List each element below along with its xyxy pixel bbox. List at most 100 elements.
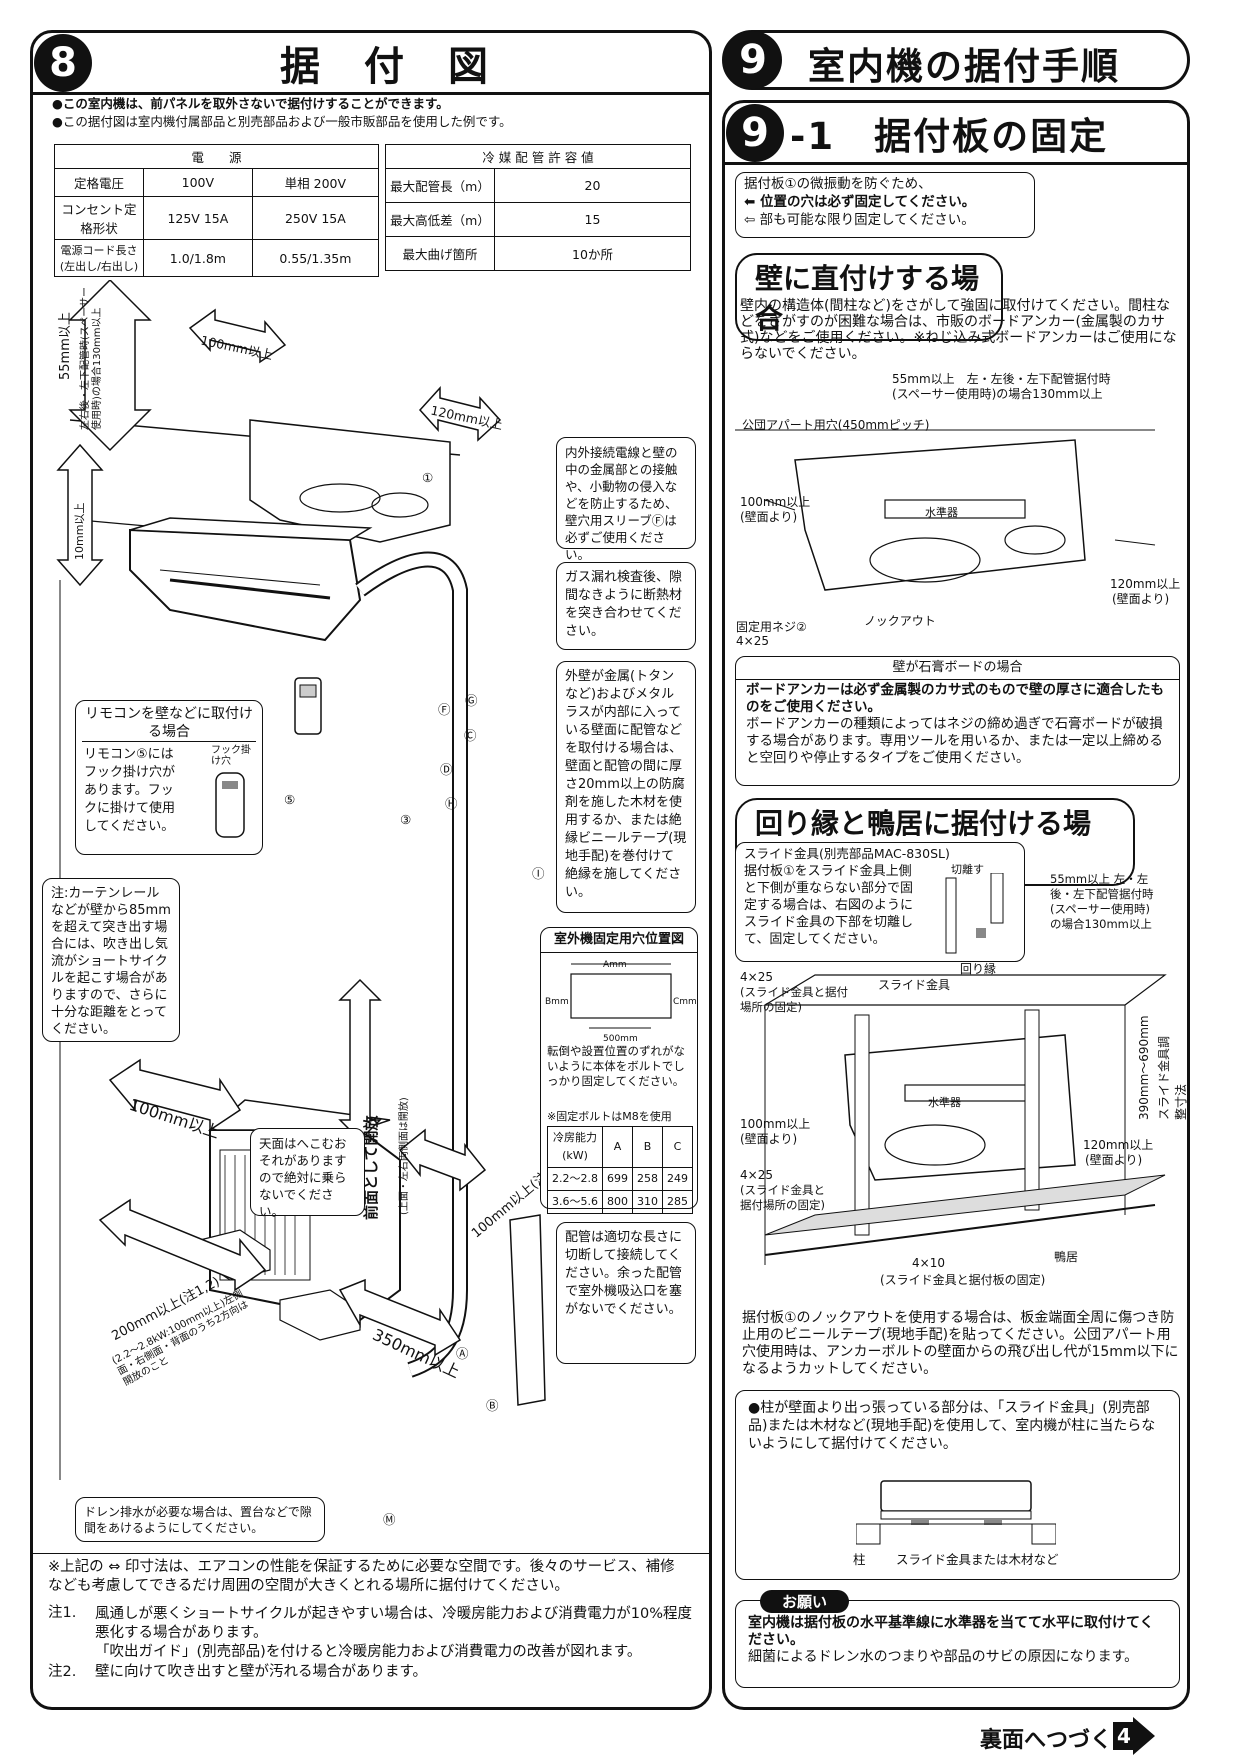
fix-bolt: ※固定ボルトはM8を使用 [547,1110,672,1123]
cell: 310 [632,1190,663,1214]
slide-title: スライド金具(別売部品MAC-830SL) [744,846,950,861]
wall-plate-diagram [735,429,1156,591]
knockout-text: 据付板①のノックアウトを使用する場合は、板金端面全周に傷つき防止用のビニールテー… [742,1310,1179,1377]
cell: 15 [494,202,691,237]
section-8-header-rule [30,92,712,95]
plate-fix-line-2: ⬅ 位置の穴は必ず固定してください。 [744,194,976,210]
cell: 285 [662,1190,693,1214]
dim-55: 55mm以上 [58,312,73,380]
slide-box: スライド金具(別売部品MAC-830SL) 据付板①をスライド金具上側と下側が重… [735,842,1025,962]
frame-s2b: (スライド金具と据付場所の固定) [740,1183,825,1212]
cell: 定格電圧 [54,168,144,197]
callout-sleeve: 内外接続電線と壁の中の金属部との接触や、小動物の侵入などを防止するため、壁穴用ス… [556,437,696,562]
callout-remote: リモコンを壁などに取付ける場合 リモコン⑤にはフック掛け穴があります。フックに掛… [75,700,263,855]
remote-title: リモコンを壁などに取付ける場合 [82,705,256,742]
cell: 電源コード長さ(左出し/右出し) [54,239,144,277]
left-footer-rule [30,1553,712,1554]
frame-dim-100: 100mm以上 [740,1117,811,1131]
fix-note: 転倒や設置位置のずれがないように本体をボルトでしっかり固定してください。 [547,1044,685,1088]
label-3: ③ [400,812,412,827]
note-1: 風通しが悪くショートサイクルが起きやすい場合は、冷暖房能力および消費電力が10%… [95,1606,692,1641]
cell: 800 [602,1190,633,1214]
gypsum-text: ボードアンカーの種類によってはネジの締め過ぎで石膏ボードが破損する場合があります… [746,716,1163,766]
cell: A [602,1126,633,1168]
cell: 2.2〜2.8 [547,1167,603,1191]
wall-knockout: ノックアウト [864,614,936,628]
fix-a: Amm [603,960,627,970]
request-text: 細菌によるドレン水のつまりや部品のサビの原因になります。 [748,1649,1139,1665]
frame-s2: 4×25 [740,1168,773,1182]
cell: 249 [662,1167,693,1191]
fix-w: 500mm [603,1034,638,1044]
plate-fix-line-3: ⇦ 部も可能な限り固定してください。 [744,212,975,228]
dim-front-note: (上面・左右両側面は開放) [399,1097,410,1215]
frame-plate-diagram [762,974,1167,1265]
callout-drain: ドレン排水が必要な場合は、置台などで隙間をあけるようにしてください。 [75,1497,325,1542]
page-number: 4 [1113,1722,1135,1750]
label-f: Ⓕ [438,702,451,717]
plate-fix-line-1: 据付板①の微振動を防ぐため、 [744,176,932,192]
frame-dim-100b: (壁面より) [740,1132,798,1146]
pillar-label: 柱 [853,1552,866,1567]
label-m: Ⓜ [383,1512,396,1527]
dim-10: 10mm以上 [73,502,86,560]
cell: コンセント定格形状 [54,196,144,240]
wall-title: 壁に直付けする場合 [735,253,1003,341]
pillar-diagram [856,1480,1056,1545]
request-title: お願い [760,1590,850,1613]
section-9-number: 9 [724,31,782,89]
section-9-1-rule [722,162,1190,165]
callout-roof: 天面はへこむおそれがありますので絶対に乗らないでください。 [250,1128,365,1219]
callout-gas: ガス漏れ検査後、隙間なきように断熱材を突き合わせてください。 [556,562,696,650]
cell: 1.0/1.8m [143,239,253,277]
section-8-panel [30,30,712,1710]
gypsum-title: 壁が石膏ボードの場合 [736,657,1179,680]
power-table: 電 源 定格電圧 100V 単相 200V コンセント定格形状 125V 15A… [54,144,380,277]
slide-cut: 切離す [951,863,984,876]
callout-pipecut: 配管は適切な長さに切断して接続してください。余った配管で室外機吸込口を塞がないで… [556,1222,696,1364]
section-8-number: 8 [34,34,92,92]
frame-dim-120b: (壁面より) [1085,1153,1143,1167]
remote-hook-label: フック掛け穴 [211,745,251,767]
frame-level: 水準器 [928,1096,961,1109]
label-1: ① [422,470,434,485]
fix-c: Cmm [673,997,697,1007]
cell: 最大高低差（m） [385,202,495,237]
cell: 最大配管長（m） [385,168,495,203]
frame-mawari: 回り縁 [960,962,997,976]
section-9-1-title: -1 据付板の固定 [790,115,1109,158]
callout-curtain: 注:カーテンレールなどが壁から85mmを超えて突き出す場合には、吹き出し気流がシ… [42,878,180,1042]
wall-dim-55b: (スペーサー使用時)の場合130mm以上 [892,387,1103,401]
frame-s1b: (スライド金具と据付場所の固定) [740,985,848,1014]
intro-line-1: ●この室内機は、前パネルを取外さないで据付けすることができます。 [52,96,449,111]
outdoor-fix-box: 室外機固定用穴位置図 Amm Bmm Cmm 500mm 転倒や設置位置のずれが… [540,927,698,1214]
slide-bracket-icon [945,873,1004,954]
label-c: Ⓒ [464,728,477,743]
label-i: Ⓘ [532,866,545,881]
frame-range2: スライド金具調整寸法 [1157,1035,1188,1120]
fix-b: Bmm [545,997,569,1007]
cell: 250V 15A [251,196,380,240]
remote-holder-icon [215,772,245,838]
outdoor-fix-title: 室外機固定用穴位置図 [541,928,697,953]
wall-dim-120b: (壁面より) [1112,592,1170,606]
label-5: ⑤ [284,792,296,807]
wall-screw-size: 4×25 [736,634,769,648]
footer-note-space: ※上記の ⇔ 印寸法は、エアコンの性能を保証するために必要な空間です。後々のサー… [48,1559,675,1594]
callout-metal: 外壁が金属(トタンなど)およびメタルラスが内部に入っている壁面に配管などを取付け… [556,661,696,913]
wall-screw: 固定用ネジ② [736,620,807,634]
label-b: Ⓑ [486,1398,499,1413]
plate-fix-note: 据付板①の微振動を防ぐため、 ⬅ 位置の穴は必ず固定してください。 ⇦ 部も可能… [735,172,1035,238]
note-2-label: 注2. [48,1664,77,1680]
frame-range: 390mm〜690mm [1137,1015,1151,1120]
section-9-1-number: 9 [726,104,784,162]
frame-s3: 4×10 [912,1256,945,1270]
outdoor-fix-diagram [570,963,672,1029]
page-number-arrow-icon [1133,1717,1155,1755]
cell: 699 [602,1167,633,1191]
slide-text: 据付板①をスライド金具上側と下側が重ならない部分で固定する場合は、右図のようにス… [744,864,914,947]
wall-text: 壁内の構造体(間柱など)をさがして強固に取付けてください。間柱などをさがすのが困… [740,298,1177,362]
section-9-title: 室内機の据付手順 [808,45,1120,88]
cell: 100V [143,168,253,197]
continue-text: 裏面へつづく [980,1728,1113,1753]
